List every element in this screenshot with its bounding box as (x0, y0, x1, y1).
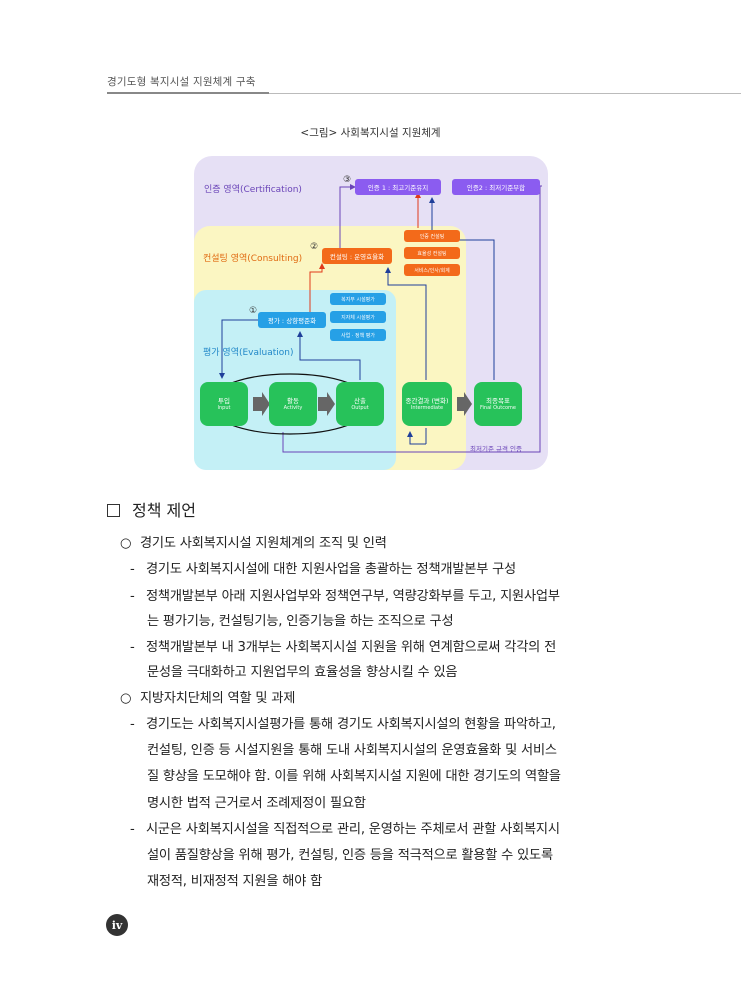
consulting-sub-cert: 인증 컨설팅 (404, 230, 460, 242)
list-item: ○지방자치단체의 역할 및 과제 (120, 691, 296, 706)
cert2-box: 인증2 : 최저기준부합 (452, 179, 540, 195)
certification-region-label: 인증 영역(Certification) (204, 185, 302, 195)
list-item: -시군은 사회복지시설을 직접적으로 관리, 운영하는 주체로서 관할 사회복지… (130, 822, 560, 837)
running-header: 경기도형 복지시설 지원체계 구축 (107, 76, 256, 88)
intermediate-box: 중간결과 (변화)Intermediate (402, 382, 452, 426)
consulting-sub-efficiency: 효율성 컨설팅 (404, 247, 460, 259)
list-item-continuation: 재정적, 비재정적 지원을 해야 함 (147, 874, 323, 889)
cert1-box: 인증 1 : 최고기준유지 (355, 179, 441, 195)
list-item: -정책개발본부 아래 지원사업부와 정책연구부, 역량강화부를 두고, 지원사업… (130, 589, 560, 604)
page-number-badge: iv (106, 914, 128, 936)
step-one-marker: ① (249, 306, 258, 316)
consulting-box: 컨설팅 : 운영효율화 (322, 248, 392, 264)
list-item-continuation: 질 향상을 도모해야 함. 이를 위해 사회복지시설 지원에 대한 경기도의 역… (147, 769, 561, 784)
list-item: ○경기도 사회복지시설 지원체계의 조직 및 인력 (120, 536, 387, 551)
evaluation-sub-ministry: 복지부 시설평가 (330, 293, 386, 305)
step-two-marker: ② (310, 242, 319, 252)
list-item-continuation: 컨설팅, 인증 등 시설지원을 통해 도내 사회복지시설의 운영효율화 및 서비… (147, 743, 557, 758)
figure-caption: <그림> 사회복지시설 지원체계 (300, 127, 441, 139)
list-item-continuation: 는 평가기능, 컨설팅기능, 인증기능을 하는 조직으로 구성 (147, 614, 454, 629)
evaluation-region-label: 평가 영역(Evaluation) (203, 348, 294, 358)
list-item-continuation: 설이 품질향상을 위해 평가, 컨설팅, 인증 등을 적극적으로 활용할 수 있… (147, 848, 553, 863)
list-item-continuation: 문성을 극대화하고 지원업무의 효율성을 향상시킬 수 있음 (147, 665, 458, 680)
list-item: -정책개발본부 내 3개부는 사회복지시설 지원을 위해 연계함으로써 각각의 … (130, 640, 557, 655)
evaluation-box: 평가 : 상향평준화 (258, 312, 326, 328)
step-three-marker: ③ (343, 175, 352, 185)
section-title: 정책 제언 (107, 497, 196, 521)
consulting-region-label: 컨설팅 영역(Consulting) (203, 254, 303, 264)
consulting-sub-service: 서비스/인사/회계 (404, 264, 460, 276)
list-item: -경기도 사회복지시설에 대한 지원사업을 총괄하는 정책개발본부 구성 (130, 562, 516, 577)
header-rule-light (269, 93, 741, 94)
checkbox-square-icon (107, 504, 120, 517)
list-item-continuation: 명시한 법적 근거로서 조례제정이 필요함 (147, 796, 366, 811)
header-rule (107, 92, 269, 94)
list-item: -경기도는 사회복지시설평가를 통해 경기도 사회복지시설의 현황을 파악하고, (130, 717, 556, 732)
diagram-footnote: 최저기준 규격 인증 (470, 445, 522, 453)
evaluation-sub-local: 지자체 시설평가 (330, 311, 386, 323)
evaluation-sub-policy: 사업 · 정책 평가 (330, 329, 386, 341)
